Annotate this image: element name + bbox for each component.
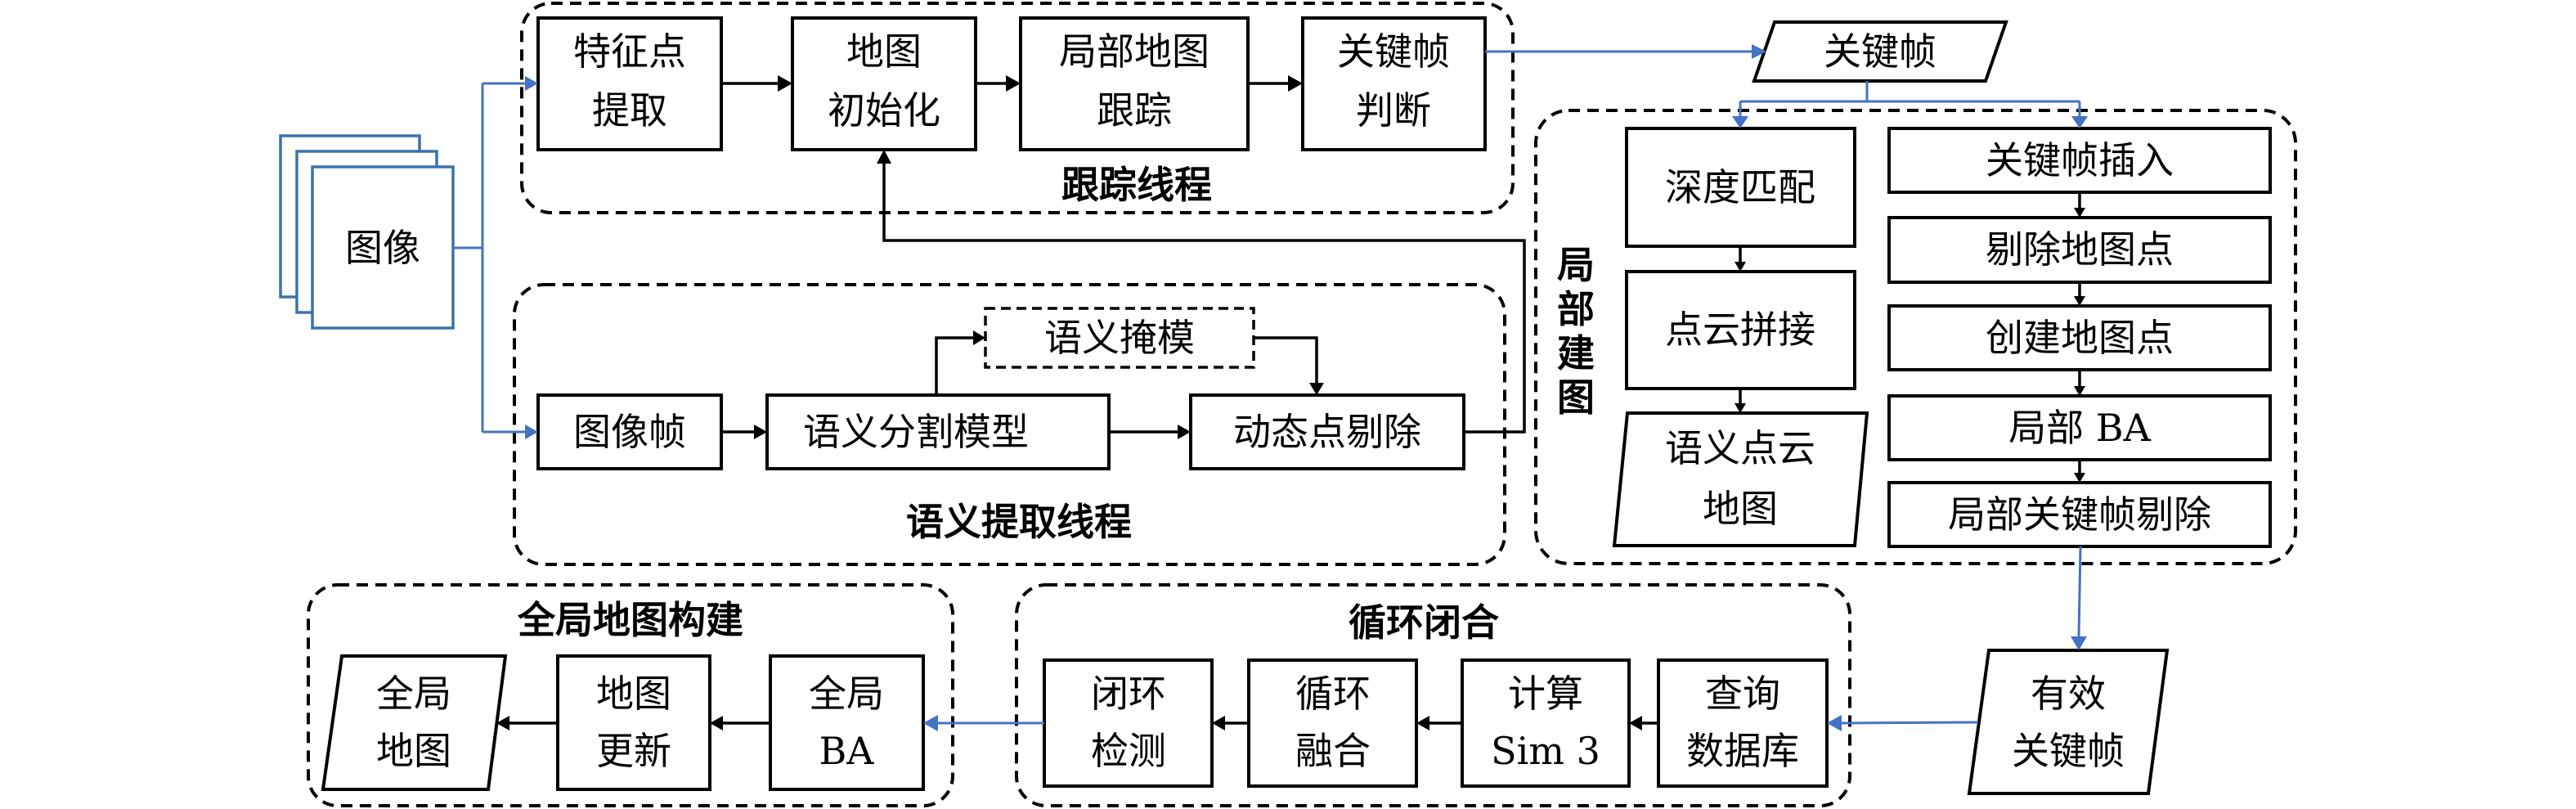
tracking-thread-group [520, 2, 1515, 214]
node-local-ba[interactable]: 局部 BA [1887, 394, 2272, 461]
node-keyframe[interactable]: 关键帧 [1752, 20, 2008, 83]
node-segmentation-model[interactable]: 语义分割模型 [765, 393, 1111, 470]
node-loop-detection[interactable]: 闭环 检测 [1043, 658, 1214, 788]
svg-text:局部关键帧剔除: 局部关键帧剔除 [1948, 492, 2211, 537]
connector-global-map-flow [496, 716, 770, 730]
svg-text:关键帧: 关键帧 [2012, 729, 2125, 773]
image-input-label: 图像 [345, 226, 420, 270]
svg-text:点云拼接: 点云拼接 [1665, 308, 1815, 352]
node-dynamic-point-removal[interactable]: 动态点剔除 [1189, 393, 1465, 470]
svg-text:局: 局 [1557, 243, 1595, 287]
node-feature-extraction[interactable]: 特征点 提取 [536, 16, 723, 151]
svg-text:建: 建 [1557, 331, 1595, 375]
svg-text:检测: 检测 [1091, 729, 1166, 773]
node-point-cloud-stitching[interactable]: 点云拼接 [1625, 270, 1856, 390]
connector-dynamic-to-map-init [877, 150, 1526, 434]
svg-text:Sim 3: Sim 3 [1491, 729, 1600, 773]
loop-closing-group [1015, 583, 1851, 807]
svg-text:判断: 判断 [1356, 88, 1431, 133]
connector-decision-to-keyframe [1485, 44, 1766, 59]
svg-text:地图: 地图 [1703, 487, 1778, 531]
svg-text:关键帧: 关键帧 [1337, 29, 1450, 74]
global-map-title: 全局地图构建 [517, 598, 743, 642]
svg-text:创建地图点: 创建地图点 [1986, 316, 2174, 360]
svg-text:深度匹配: 深度匹配 [1665, 165, 1815, 209]
local-mapping-group [1534, 109, 2297, 565]
node-global-ba[interactable]: 全局 BA [769, 654, 925, 791]
node-query-database[interactable]: 查询 数据库 [1657, 658, 1829, 788]
node-local-keyframe-culling[interactable]: 局部关键帧剔除 [1887, 481, 2272, 548]
node-local-map-tracking[interactable]: 局部地图 跟踪 [1019, 16, 1250, 151]
svg-text:动态点剔除: 动态点剔除 [1233, 410, 1421, 454]
tracking-thread-title: 跟踪线程 [1061, 163, 1212, 207]
connector-tracking-flow [721, 75, 1303, 92]
node-map-point-culling[interactable]: 剔除地图点 [1887, 216, 2272, 284]
node-image-frame[interactable]: 图像帧 [536, 393, 723, 470]
node-global-map[interactable]: 全局 地图 [321, 654, 508, 791]
svg-text:BA: BA [819, 729, 874, 773]
node-loop-fusion[interactable]: 循环 融合 [1247, 658, 1418, 788]
node-keyframe-insertion[interactable]: 关键帧插入 [1887, 127, 2272, 194]
svg-text:局部 BA: 局部 BA [2008, 406, 2151, 450]
svg-text:查询: 查询 [1705, 672, 1780, 716]
svg-text:语义分割模型: 语义分割模型 [803, 410, 1029, 454]
svg-text:图: 图 [1557, 375, 1595, 420]
svg-text:循环: 循环 [1295, 672, 1371, 716]
node-map-point-creation[interactable]: 创建地图点 [1887, 304, 2272, 371]
semantic-thread-title: 语义提取线程 [906, 500, 1132, 544]
connector-local-mapping-flow [1735, 192, 2085, 483]
global-map-group [307, 583, 954, 807]
semantic-thread-group [513, 283, 1506, 566]
svg-text:关键帧: 关键帧 [1824, 29, 1936, 74]
node-semantic-point-cloud-map[interactable]: 语义点云 地图 [1612, 411, 1869, 547]
connector-loop-closing-flow [1212, 716, 1658, 730]
svg-text:剔除地图点: 剔除地图点 [1986, 227, 2174, 272]
svg-text:全局: 全局 [376, 672, 451, 716]
loop-closing-title: 循环闭合 [1349, 600, 1499, 645]
svg-text:计算: 计算 [1508, 672, 1583, 716]
svg-text:跟踪: 跟踪 [1097, 88, 1172, 133]
image-stack-icon [279, 134, 455, 330]
svg-text:局部地图: 局部地图 [1059, 29, 1209, 74]
svg-text:部: 部 [1557, 287, 1595, 331]
svg-text:有效: 有效 [2031, 672, 2106, 716]
svg-text:特征点: 特征点 [573, 29, 686, 74]
svg-text:初始化: 初始化 [828, 88, 940, 133]
svg-text:融合: 融合 [1295, 729, 1371, 773]
svg-text:地图: 地图 [846, 29, 922, 74]
connector-keyframe-to-local-mapping [1732, 81, 2088, 128]
node-keyframe-decision[interactable]: 关键帧 判断 [1301, 16, 1487, 151]
connector-loop-to-global-ba [923, 715, 1044, 731]
node-map-initialization[interactable]: 地图 初始化 [791, 16, 977, 151]
svg-text:数据库: 数据库 [1686, 729, 1799, 773]
node-semantic-mask[interactable]: 语义掩模 [984, 307, 1255, 369]
svg-text:更新: 更新 [596, 729, 671, 773]
svg-text:地图: 地图 [376, 729, 451, 773]
svg-text:全局: 全局 [809, 672, 884, 716]
connector-semantic-flow [721, 330, 1324, 439]
connector-image-to-threads [453, 76, 538, 439]
svg-text:提取: 提取 [592, 88, 667, 133]
node-valid-keyframe[interactable]: 有效 关键帧 [1967, 649, 2170, 795]
local-mapping-title: 局 部 建 图 [1557, 243, 1595, 420]
connector-culling-to-valid-keyframe [2071, 546, 2087, 650]
node-map-update[interactable]: 地图 更新 [556, 654, 711, 791]
svg-text:地图: 地图 [596, 672, 671, 716]
node-compute-sim3[interactable]: 计算 Sim 3 [1461, 658, 1631, 788]
svg-text:语义掩模: 语义掩模 [1044, 316, 1195, 360]
svg-text:闭环: 闭环 [1091, 672, 1166, 716]
svg-text:语义点云: 语义点云 [1665, 426, 1815, 470]
svg-text:关键帧插入: 关键帧插入 [1986, 138, 2174, 182]
connector-valid-keyframe-to-query [1827, 715, 1979, 731]
node-depth-matching[interactable]: 深度匹配 [1625, 127, 1856, 248]
svg-text:图像帧: 图像帧 [573, 410, 686, 454]
